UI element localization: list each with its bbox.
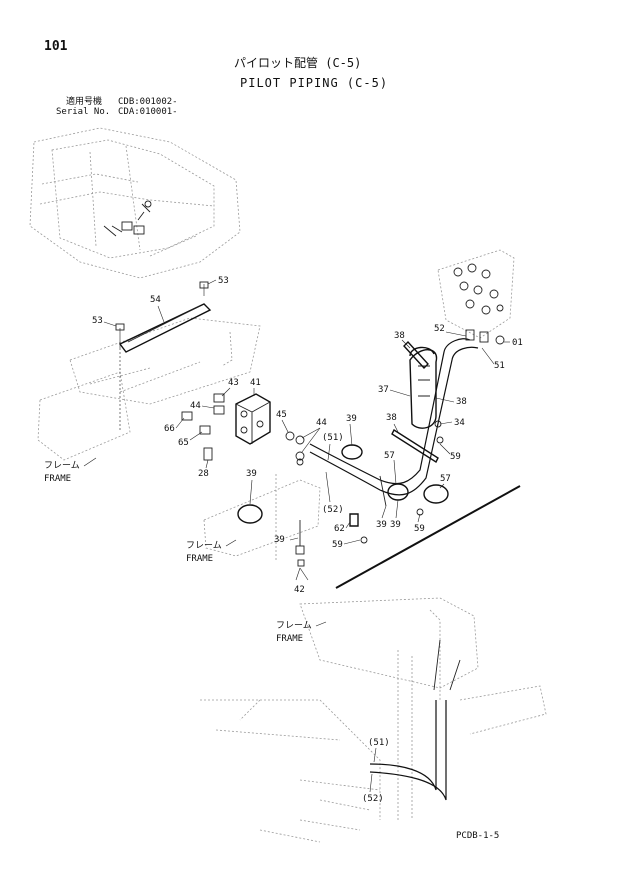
bracket-54	[115, 281, 212, 430]
callout-39-bolt: 39	[274, 535, 285, 545]
callout-37: 37	[378, 385, 389, 395]
callout-38-top: 38	[394, 331, 405, 341]
callout-57-left: 57	[384, 451, 395, 461]
cut-line	[335, 485, 521, 589]
callout-59-bottom: 59	[332, 540, 343, 550]
callout-53-top: 53	[218, 276, 229, 286]
page-number: 101	[44, 39, 68, 54]
part-callouts: 53 54 53 43 41 44 45 44 66 65 28 39 38 5…	[92, 276, 523, 804]
upper-frame-ghost	[37, 317, 261, 461]
callout-39-upper: 39	[346, 414, 357, 424]
serial-label-english: Serial No.	[56, 107, 111, 117]
frame-labels: フレーム FRAME フレーム FRAME フレーム FRAME	[44, 457, 327, 644]
serial-value-japanese: CDB:001002-	[118, 97, 178, 107]
callout-52: 52	[434, 324, 445, 334]
frame-label-en-1: FRAME	[44, 474, 71, 484]
title-japanese: パイロット配管 (C-5)	[234, 56, 362, 70]
bolt-42	[295, 520, 309, 581]
valve-block-41	[235, 393, 271, 445]
callout-45: 45	[276, 410, 287, 420]
callout-59-right: 59	[450, 452, 461, 462]
callout-51-upper: (51)	[322, 433, 344, 443]
frame-label-ja-3: フレーム	[276, 620, 312, 631]
clamps-39-57	[237, 420, 449, 544]
lower-frame-ghost	[200, 597, 547, 843]
frame-label-ja-1: フレーム	[44, 460, 80, 471]
callout-62: 62	[334, 524, 345, 534]
callout-39-right: 39	[390, 520, 401, 530]
frame-label-ja-2: フレーム	[186, 540, 222, 551]
callout-44-left: 44	[190, 401, 201, 411]
mid-frame-ghost	[203, 474, 321, 560]
control-valve-ghost	[437, 249, 515, 345]
callout-39-frame: 39	[246, 469, 257, 479]
serial-value-english: CDA:010001-	[118, 107, 178, 117]
callout-52-lower: (52)	[362, 794, 384, 804]
callout-44-right: 44	[316, 418, 327, 428]
callout-52-upper: (52)	[322, 505, 344, 515]
frame-label-en-3: FRAME	[276, 634, 303, 644]
frame-label-en-2: FRAME	[186, 554, 213, 564]
callout-41: 41	[250, 378, 261, 388]
callout-57-right: 57	[440, 474, 451, 484]
callout-54: 54	[150, 295, 161, 305]
callout-53-left: 53	[92, 316, 103, 326]
callout-34: 34	[454, 418, 465, 428]
fittings-43-44-66-65-28	[181, 393, 305, 466]
callout-01: 01	[512, 338, 523, 348]
title-english: PILOT PIPING (C-5)	[240, 76, 389, 90]
cab-valve-detail	[103, 200, 152, 237]
callout-43: 43	[228, 378, 239, 388]
callout-59-clamp: 59	[414, 524, 425, 534]
callout-65: 65	[178, 438, 189, 448]
callout-38-right: 38	[456, 397, 467, 407]
pilot-hoses-upper	[309, 338, 479, 507]
pilot-hoses-lower	[369, 639, 461, 801]
page-code: PCDB-1-5	[456, 831, 500, 841]
bracket-38	[391, 340, 439, 464]
callout-38-mid: 38	[386, 413, 397, 423]
callout-39-mid: 39	[376, 520, 387, 530]
callout-28: 28	[198, 469, 209, 479]
callout-42: 42	[294, 585, 305, 595]
serial-label-japanese: 適用号機	[66, 97, 103, 107]
callout-51-lower: (51)	[368, 738, 390, 748]
cab-ghost-outline	[29, 127, 241, 279]
callout-51: 51	[494, 361, 505, 371]
callout-66: 66	[164, 424, 175, 434]
